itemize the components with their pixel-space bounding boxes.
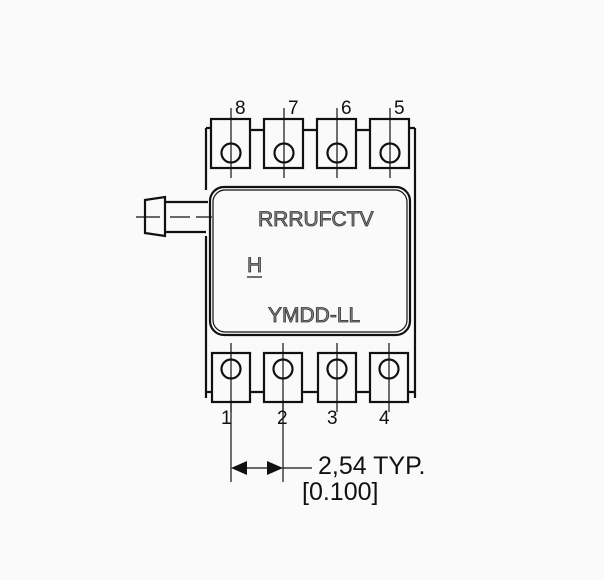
pin-pad-bottom: 4 [368,343,410,429]
arrow-left-icon [231,461,247,475]
marking-line-3: YMDD-LL [268,304,360,327]
pin-pad-bottom: 3 [316,343,358,429]
pin-label: 7 [288,98,299,119]
pin-label: 2 [277,408,288,429]
dimension-imperial: [0.100] [302,478,378,506]
arrow-right-icon [267,461,283,475]
pin-label: 8 [235,98,246,119]
pin-pad-top: 5 [368,98,411,178]
pin-pad-top: 6 [315,98,358,178]
package-body-inner [212,189,408,333]
pin-label: 5 [394,98,405,119]
lead-frame [204,126,417,398]
pin-pad-top: 7 [262,98,305,178]
pin-pad-top: 8 [209,98,252,178]
pin-label: 1 [221,408,232,429]
pin-label: 6 [341,98,352,119]
marking-line-1: RRRUFCTV [258,208,374,231]
pitch-dimension: 2,54 TYP. [0.100] [230,400,426,506]
pin-label: 3 [327,408,338,429]
package-body [208,185,412,337]
dimension-metric: 2,54 TYP. [318,452,426,480]
pin-label: 4 [379,408,390,429]
pressure-port [136,195,212,238]
marking-line-2: H [247,254,262,277]
